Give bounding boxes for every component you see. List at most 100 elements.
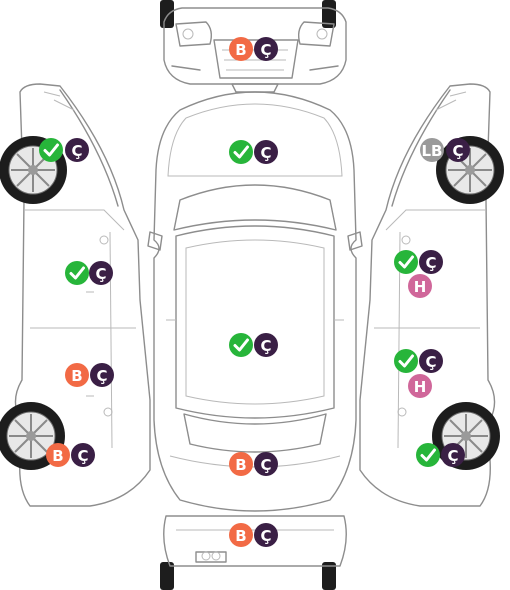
ok-badge [39,138,63,162]
check-icon [229,333,253,357]
b-badge-label: B [71,367,82,385]
c-badge-label: Ç [260,527,271,545]
lb-marker: LB [420,138,444,162]
c-badge-label: Ç [95,265,106,283]
ok-badge [229,333,253,357]
b-badge-label: B [235,456,246,474]
h-marker: H [408,274,432,298]
check-mark [43,143,59,157]
c-marker: Ç [254,452,278,476]
panel-hood[interactable]: Ç [229,140,278,164]
c-badge [419,250,443,274]
h-badge-label: H [414,378,427,396]
lb-badge [420,138,444,162]
panel-roof[interactable]: Ç [229,333,278,357]
c-marker: Ç [446,138,470,162]
panel-right-rear-door[interactable]: ÇH [394,349,443,398]
c-badge-label: Ç [425,254,436,272]
c-badge-label: Ç [447,447,458,465]
check-icon [394,349,418,373]
b-marker: B [229,37,253,61]
check-mark [69,266,85,280]
c-badge [65,138,89,162]
check-icon [394,250,418,274]
b-badge [46,443,70,467]
c-badge [441,443,465,467]
check-mark [398,255,414,269]
check-icon [65,261,89,285]
c-marker: Ç [254,140,278,164]
car-top-view [147,91,363,512]
car-rear-view [160,515,347,590]
b-badge [229,523,253,547]
c-badge-label: Ç [260,456,271,474]
ok-badge [229,140,253,164]
h-badge-label: H [414,278,427,296]
ok-badge [394,250,418,274]
c-marker: Ç [71,443,95,467]
c-marker: Ç [419,349,443,373]
c-marker: Ç [441,443,465,467]
ok-badge [394,349,418,373]
check-mark [233,145,249,159]
c-badge [71,443,95,467]
b-marker: B [65,363,89,387]
c-badge [254,523,278,547]
c-badge [254,37,278,61]
check-icon [39,138,63,162]
c-badge-label: Ç [260,337,271,355]
b-marker: B [229,523,253,547]
c-badge-label: Ç [71,142,82,160]
ok-badge [65,261,89,285]
c-badge-label: Ç [260,144,271,162]
h-badge [408,274,432,298]
c-badge [419,349,443,373]
c-badge-label: Ç [425,353,436,371]
c-marker: Ç [89,261,113,285]
b-marker: B [229,452,253,476]
c-marker: Ç [254,523,278,547]
c-marker: Ç [419,250,443,274]
c-marker: Ç [65,138,89,162]
ok-badge [416,443,440,467]
c-badge-label: Ç [96,367,107,385]
b-marker: B [46,443,70,467]
check-mark [398,354,414,368]
check-icon [229,140,253,164]
c-badge-label: Ç [77,447,88,465]
c-marker: Ç [90,363,114,387]
c-badge [254,140,278,164]
h-badge [408,374,432,398]
b-badge [65,363,89,387]
car-front-view [160,0,347,93]
c-badge [446,138,470,162]
panel-left-front-fender[interactable]: Ç [39,138,89,162]
panel-right-front-fender[interactable]: LB Ç [420,138,470,162]
h-marker: H [408,374,432,398]
panel-right-rear-fender[interactable]: Ç [416,443,465,467]
b-badge-label: B [235,527,246,545]
c-badge [90,363,114,387]
check-icon [416,443,440,467]
check-mark [420,448,436,462]
check-mark [233,338,249,352]
b-badge-label: B [52,447,63,465]
b-badge [229,452,253,476]
c-badge [254,452,278,476]
lb-badge-label: LB [422,142,443,160]
c-badge [89,261,113,285]
panel-left-front-door[interactable]: Ç [65,261,113,285]
c-badge-label: Ç [452,142,463,160]
panel-right-front-door[interactable]: ÇH [394,250,443,298]
c-marker: Ç [254,37,278,61]
b-badge [229,37,253,61]
c-badge-label: Ç [260,41,271,59]
b-badge-label: B [235,41,246,59]
